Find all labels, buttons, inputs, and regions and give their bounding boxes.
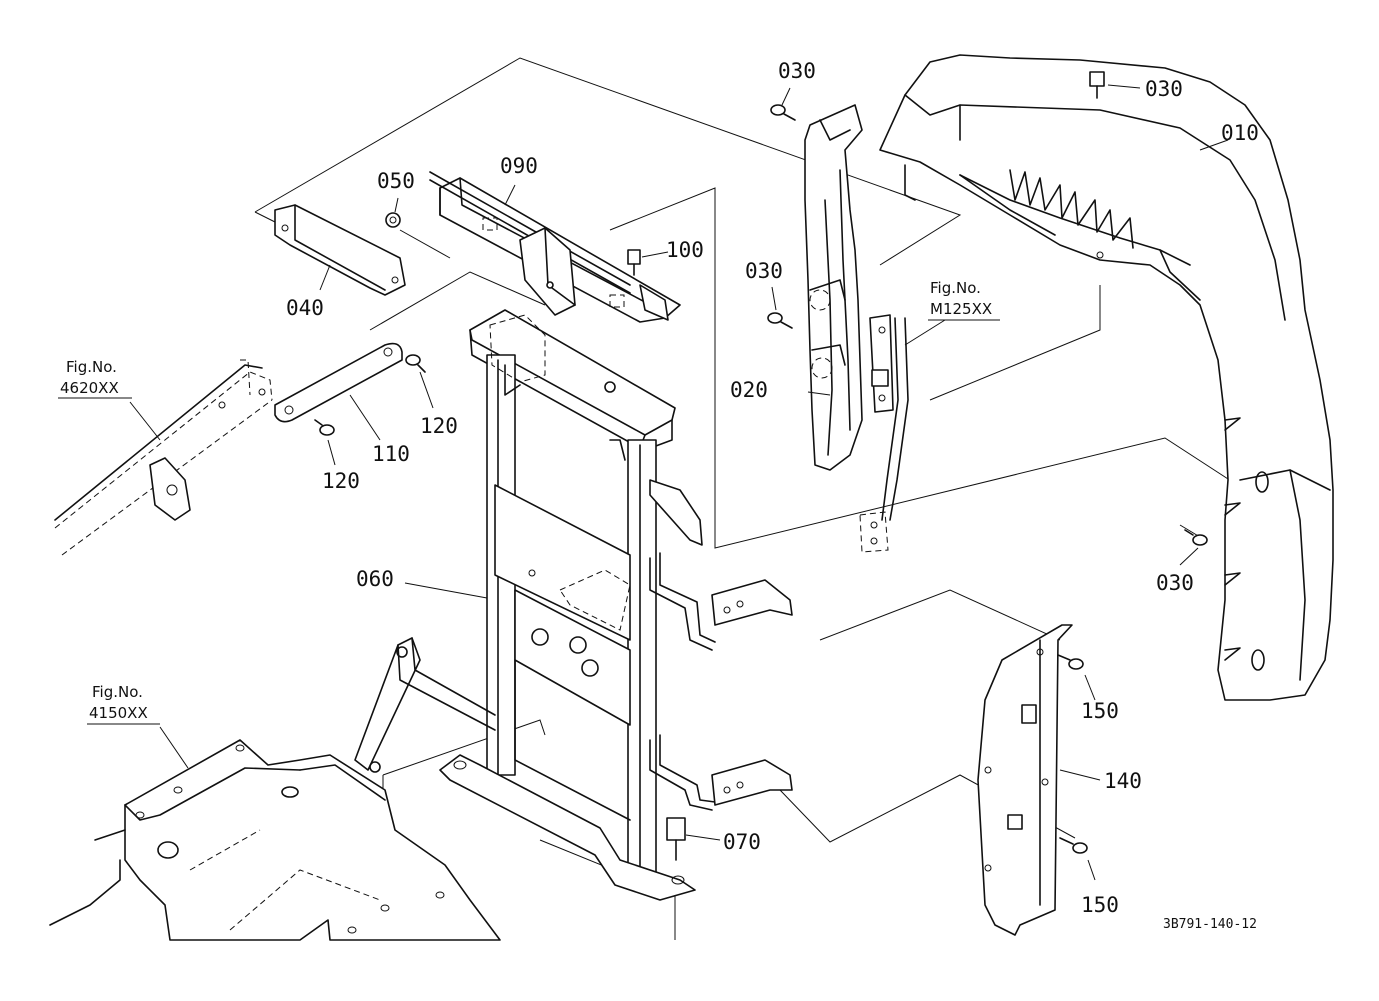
- part-support-rods: [649, 552, 793, 811]
- fasteners: [314, 71, 1208, 861]
- drawing-code: 3B791-140-12: [1163, 917, 1257, 932]
- bolt-030-right: [1184, 529, 1208, 546]
- part-040-bracket: [274, 204, 406, 296]
- fig-ref-m125-title: Fig.No.: [930, 279, 981, 297]
- label-100: 100: [666, 238, 704, 262]
- part-4620xx-frame-beam: [54, 359, 273, 556]
- part-side-brace: [354, 637, 496, 771]
- label-090: 090: [500, 154, 538, 178]
- fig-ref-4620-code: 4620XX: [60, 379, 119, 397]
- part-060-main-frame: [439, 309, 703, 901]
- label-050: 050: [377, 169, 415, 193]
- part-140-side-cover: [977, 624, 1073, 936]
- part-020-side-bracket: [804, 104, 863, 471]
- label-030-top-right: 030: [1145, 77, 1183, 101]
- bolt-030-mid: [767, 312, 793, 329]
- fig-ref-4150-title: Fig.No.: [92, 683, 143, 701]
- label-110: 110: [372, 442, 410, 466]
- part-number-labels: 010 020 030 030 030 030 040 050 060 070 …: [286, 59, 1259, 917]
- fig-ref-4620-title: Fig.No.: [66, 358, 117, 376]
- label-140: 140: [1104, 769, 1142, 793]
- label-030-top-left: 030: [778, 59, 816, 83]
- part-010-front-bumper: [879, 54, 1334, 701]
- leader-lines: [129, 84, 1229, 881]
- label-030-mid: 030: [745, 259, 783, 283]
- label-120-lower: 120: [322, 469, 360, 493]
- bolt-120-lower: [314, 419, 335, 436]
- bolt-070: [666, 817, 686, 861]
- part-090-upper-bracket: [429, 171, 681, 323]
- part-link-rod: [859, 314, 909, 553]
- label-060: 060: [356, 567, 394, 591]
- figure-references: Fig.No. 4620XX Fig.No. 4150XX Fig.No. M1…: [58, 279, 1000, 725]
- fig-ref-m125-code: M125XX: [930, 300, 992, 318]
- label-120-upper: 120: [420, 414, 458, 438]
- nut-050: [385, 212, 401, 228]
- bolt-150-lower: [1059, 837, 1088, 854]
- part-4150xx-lower-frame: [49, 739, 501, 941]
- label-030-right: 030: [1156, 571, 1194, 595]
- part-110-link-plate: [274, 342, 403, 423]
- label-020: 020: [730, 378, 768, 402]
- bolt-150-upper: [1057, 654, 1084, 670]
- label-070: 070: [723, 830, 761, 854]
- label-150-upper: 150: [1081, 699, 1119, 723]
- bolt-120-upper: [405, 354, 426, 373]
- reference-outlines: [254, 57, 1246, 940]
- bolt-030-top-right: [1089, 71, 1105, 99]
- fig-ref-4150-code: 4150XX: [89, 704, 148, 722]
- label-150-lower: 150: [1081, 893, 1119, 917]
- label-010: 010: [1221, 121, 1259, 145]
- bolt-100: [627, 249, 641, 276]
- bolt-030-top-left: [770, 104, 796, 121]
- label-040: 040: [286, 296, 324, 320]
